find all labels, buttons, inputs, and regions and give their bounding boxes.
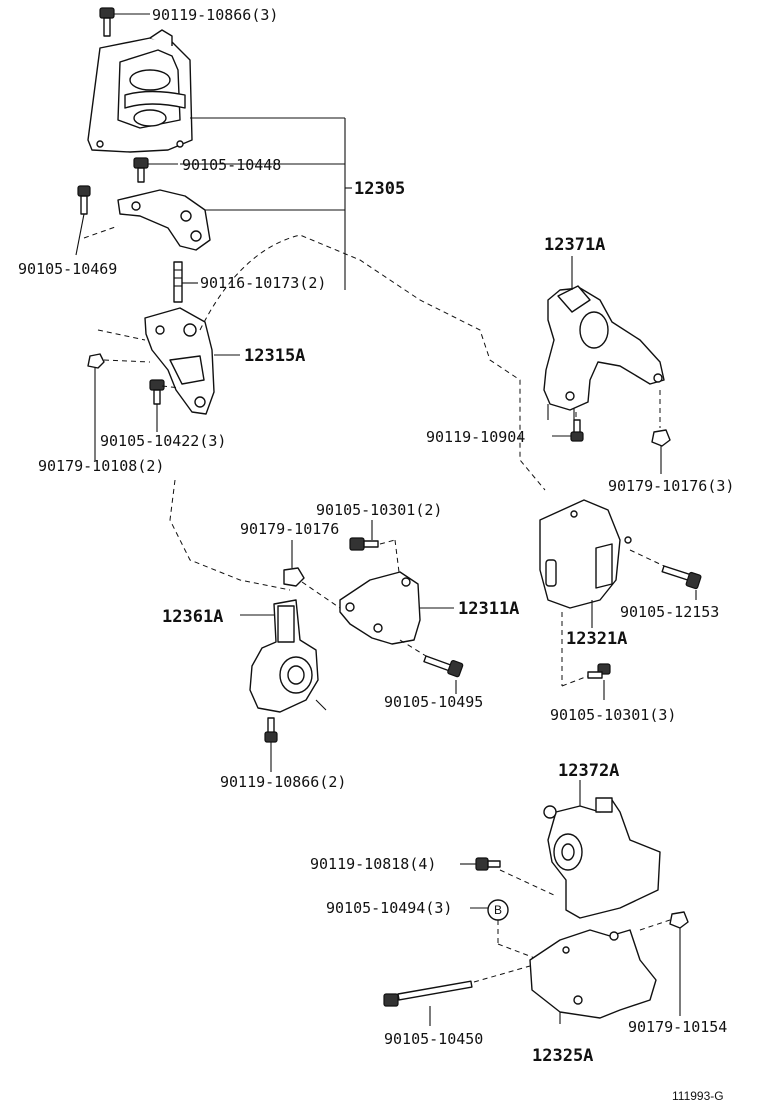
label-12321A: 12321A (566, 629, 627, 649)
label-90119-10866-2: 90119-10866(2) (220, 773, 346, 791)
label-12315A: 12315A (244, 346, 305, 366)
bolt-90119-10818 (460, 857, 501, 871)
label-90105-12153: 90105-12153 (620, 603, 719, 621)
bolt-90105-10495 (423, 655, 464, 694)
label-90179-10176-3: 90179-10176(3) (608, 477, 734, 495)
nut-90179-10108 (87, 353, 105, 460)
bracket-12321A (539, 499, 632, 609)
label-90179-10154: 90179-10154 (628, 1018, 727, 1036)
bolt-90119-10904 (552, 419, 584, 442)
label-90105-10469: 90105-10469 (18, 260, 117, 278)
label-90119-10818-4: 90119-10818(4) (310, 855, 436, 873)
label-12305: 12305 (354, 179, 405, 199)
bracket-12311A (339, 571, 421, 645)
diagram-code: 111993-G (672, 1089, 724, 1103)
bolt-90119-10866-mid (264, 717, 278, 772)
label-90119-10904: 90119-10904 (426, 428, 525, 446)
bolt-90105-12153 (661, 565, 702, 600)
svg-text:B: B (494, 903, 502, 917)
upper-engine-mount (87, 29, 193, 153)
label-90105-10494-3: 90105-10494(3) (326, 899, 452, 917)
mount-12372A (543, 797, 661, 919)
label-90105-10450: 90105-10450 (384, 1030, 483, 1048)
bolt-90105-10422 (149, 379, 165, 432)
label-12371A: 12371A (544, 235, 605, 255)
mount-12361A (249, 599, 327, 713)
bolt-90105-10469 (77, 185, 91, 215)
reference-b-marker: B (470, 899, 509, 921)
label-90105-10448: 90105-10448 (182, 156, 281, 174)
upper-mount-bracket (117, 189, 211, 251)
nut-90179-10176-mid (283, 540, 305, 587)
label-90179-10176: 90179-10176 (240, 520, 339, 538)
label-90119-10866-3: 90119-10866(3) (152, 6, 278, 24)
label-12311A: 12311A (458, 599, 519, 619)
label-90105-10495: 90105-10495 (384, 693, 483, 711)
label-90105-10301-2: 90105-10301(2) (316, 501, 442, 519)
label-90105-10301-3: 90105-10301(3) (550, 706, 676, 724)
stud-90116-10173 (173, 261, 198, 303)
bracket-12315A (144, 307, 215, 415)
label-12325A: 12325A (532, 1046, 593, 1066)
nut-90179-10154 (669, 911, 689, 1016)
bolt-90105-10450 (383, 980, 473, 1026)
label-12361A: 12361A (162, 607, 223, 627)
bolt-90119-10866-top (99, 7, 150, 37)
label-90116-10173-2: 90116-10173(2) (200, 274, 326, 292)
label-12372A: 12372A (558, 761, 619, 781)
nut-90179-10176-right (651, 429, 671, 474)
label-90179-10108-2: 90179-10108(2) (38, 457, 164, 475)
mount-12371A (543, 285, 665, 420)
bolt-90105-10301-mid (349, 520, 379, 551)
bolt-90105-10301-right (587, 663, 611, 700)
bolt-90105-10448 (133, 157, 178, 183)
bracket-12325A (529, 929, 657, 1019)
label-90105-10422-3: 90105-10422(3) (100, 432, 226, 450)
